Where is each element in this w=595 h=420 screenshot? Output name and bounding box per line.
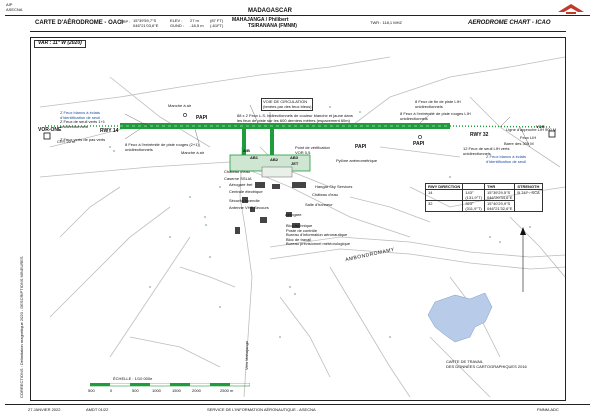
apron-ab2-label: AB2 (270, 157, 279, 162)
footer-amdt: AMDT 01/22 (86, 407, 109, 412)
feux-label-r5: Barre des 300 M (504, 141, 534, 146)
windsock-mid-label: Manche à air (181, 150, 205, 155)
taxiway-note: VOIE DE CIRCULATION (tenées par des feux… (261, 98, 314, 112)
runway-14-32 (120, 123, 450, 129)
vor-one-label: VOR-ONE (38, 127, 62, 133)
gund-label: GUND : (170, 23, 184, 28)
scale-tick: 0 (110, 388, 113, 393)
elev-ft: (87 FT) (210, 18, 224, 23)
aerogare-label: Aérogare (285, 212, 302, 217)
feux-label-r4: Feux LIH (520, 135, 537, 140)
antenne-label: Antenne VHF Secours (229, 205, 269, 210)
feux-label-l1: Z Feux de seuil verts 1+1 unidirectionne… (60, 119, 106, 129)
centrale-label: Centrale électrique (229, 189, 263, 194)
vor-check-point: Point de vérification VOR 0,5 (295, 145, 330, 155)
apron-ab3-label: AB3 (290, 155, 299, 160)
scale-tick: 2000 (192, 388, 201, 393)
scale-tick: 1500 (172, 388, 181, 393)
gund-ft: (-61FT) (210, 23, 224, 28)
magnetic-variation: VAR : 11° W (2020) (34, 40, 86, 48)
road-bottom-label: Vers Mahajanga (244, 341, 249, 370)
papi-right2-label: PAPI (355, 144, 367, 150)
salle-label: Salle d'honneur (305, 202, 333, 207)
aerogare-fret-label: Aérogare fret (229, 182, 253, 187)
table-row: 14 143° (131,9°T) 15°39'29,5"S 046°20'34… (424, 189, 543, 212)
aerodrome-name-1: MAHAJANGA / Philibert (232, 17, 289, 23)
scale-title: ÉCHELLE : 1/10 000e (113, 376, 153, 381)
rwy-cell: 15°39'29,5"S 046°20'34,6"E (484, 189, 516, 201)
rwy-col-direction: RWY DIRECTION (424, 183, 464, 190)
rwy-cell: 143° (131,9°T) (462, 189, 486, 201)
feux-label-mid: 88 x 2 Feux L.S. bidirectionnels de coul… (237, 113, 353, 123)
scale-tick: 1000 (152, 388, 161, 393)
aerodrome-map (39, 56, 566, 398)
table-row: 32 323° (311,9°T) 15°40'29,9"S 046°21'32… (424, 200, 543, 212)
crit-area-left: CRY 20 m (57, 139, 76, 144)
map-source-note: CARTE DE TRAVAIL DES DONNÉES CARTOGRAPHI… (446, 359, 527, 369)
apron-ab-label: A/B (243, 148, 250, 153)
arp-label: ARP : (120, 19, 131, 24)
rwy-cell: 323° (311,9°T) (462, 200, 486, 212)
footer-service: SERVICE DE L'INFORMATION AÉRONAUTIQUE - … (207, 407, 316, 412)
scale-bar (90, 383, 250, 387)
papi-left-label: PAPI (196, 115, 208, 121)
elev-value: 27 m (190, 18, 199, 23)
north-arrow-icon (520, 227, 526, 292)
papi-right-label: PAPI (413, 141, 425, 147)
arp-lon: 046°21'03,6"E (133, 23, 159, 28)
runway-table: RWY DIRECTION THR STRENGTH 14 143° (131,… (424, 183, 543, 212)
bloc-technique-label: Bloc technique Poste de contrôle Bureau … (286, 223, 351, 247)
securite-label: Sécurité incendie (229, 198, 260, 203)
rwy-cell: B 747 - SCA (514, 189, 543, 212)
feux-label-r1: 8 Feux de fin de piste LIH unidirectionn… (415, 99, 461, 109)
pylone-label: Pylône anémométrique (336, 158, 378, 163)
jet-label: JET (291, 161, 299, 166)
rwy-cell: 15°40'29,9"S 046°21'32,6"E (484, 200, 516, 212)
asecna-label: ASECNA (6, 7, 23, 12)
elev-label: ELEV : (170, 18, 183, 23)
feux-label-l0: Z Feux blancs à éclats d'identification … (60, 110, 101, 120)
feux-label-r3: Ligne d'approche LIH 900 M (506, 127, 557, 132)
hangar-label: Hangar Sky Services (315, 184, 353, 189)
feux-label-r6: 12 Feux de seuil LIH verts unidirectionn… (463, 146, 510, 156)
country-label: MADAGASCAR (248, 8, 292, 14)
gund-value: -18,5 m (190, 23, 204, 28)
feux-label-l3: 8 Feux à l'extrémité de piste rouges (2+… (125, 142, 199, 152)
feux-label-r2: 8 Feux à l'extrémité de piste rouges LIH… (400, 111, 471, 121)
aip-label: AIP (6, 2, 13, 7)
twr-frequency: TWR : 118,1 MHZ (370, 20, 402, 25)
chart-title-en: AERODROME CHART - ICAO (468, 20, 551, 26)
feux-label-r7: Z Feux blancs à éclats d'identification … (486, 154, 527, 164)
chateau-label-2: Château d'eau (312, 192, 338, 197)
chart-title-fr: CARTE D'AÉRODROME - OACI (35, 20, 124, 26)
rwy-cell: 32 (424, 200, 464, 212)
rwy14-label: RWY 14 (100, 128, 119, 134)
footer-code: FMNM-ADC (537, 407, 559, 412)
apron-ab1-label: AB1 (250, 155, 259, 160)
scale-tick: 2500 m (220, 388, 234, 393)
aerodrome-name-2: TSIRANANA (FMNM) (248, 23, 297, 29)
rwy-col-strength: STRENGTH (514, 183, 543, 190)
corrections-note: CORRECTIONS : Délimitation magnétique 20… (19, 256, 24, 398)
footer-rule (5, 404, 590, 405)
map-frame (30, 37, 566, 401)
caserne-label: Caserne SSLIA (224, 176, 252, 181)
footer-date: 27 JANVIER 2022 (28, 407, 61, 412)
header-rule (5, 15, 590, 16)
rwy32-label: RWY 32 (470, 132, 489, 138)
scale-tick: 500 (88, 388, 95, 393)
lake-icon (427, 292, 493, 343)
chateau-label-1: Château d'eau (224, 169, 250, 174)
scale-tick: 500 (132, 388, 139, 393)
rwy-cell: 14 (424, 189, 464, 201)
header-rule-2 (30, 31, 566, 32)
feux-label-l2: Z Feux verts de pas verts (60, 137, 106, 142)
arp-lat: 15°39'59,7"S (133, 18, 157, 23)
asecna-logo-icon (558, 4, 584, 14)
vor-right-label: VOR (536, 124, 545, 129)
windsock-left-label: Manche à air (168, 103, 192, 108)
